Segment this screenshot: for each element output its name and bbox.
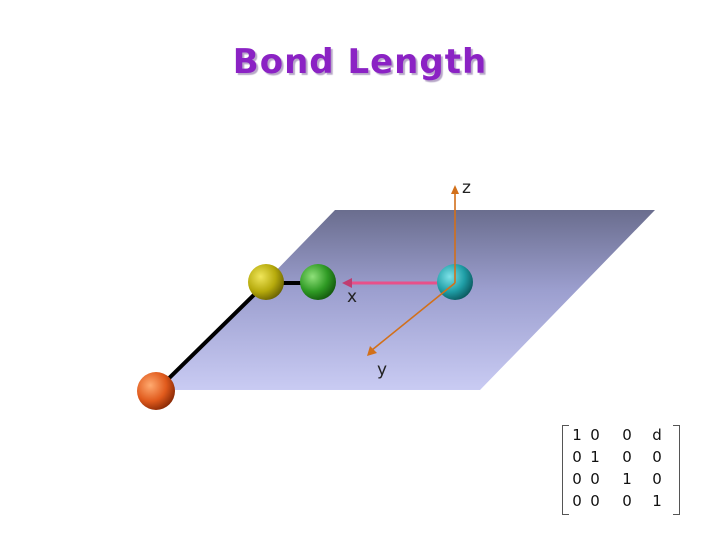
- green-atom: [300, 264, 336, 300]
- slide-title: Bond Length: [232, 42, 488, 82]
- orange-atom: [137, 372, 175, 410]
- y-axis-label: y: [377, 360, 387, 380]
- y-axis-arrow: [367, 346, 377, 356]
- z-axis-label: z: [462, 178, 471, 198]
- bond-olive-orange: [155, 281, 268, 392]
- matrix-cell: 0: [590, 426, 600, 444]
- matrix-cell: 1: [572, 426, 582, 444]
- matrix-cell: 0: [572, 492, 582, 510]
- matrix-row: 1 0 0 d: [570, 426, 674, 448]
- y-axis-line: [371, 282, 456, 351]
- matrix-right-bracket: [673, 425, 680, 515]
- matrix-cell: 0: [622, 492, 632, 510]
- matrix-cell: 1: [622, 470, 632, 488]
- matrix-cell: 1: [652, 492, 662, 510]
- matrix-cell: 0: [572, 470, 582, 488]
- matrix-row: 0 0 0 1: [570, 492, 674, 514]
- matrix-row: 0 1 0 0: [570, 448, 674, 470]
- matrix-cell: 0: [622, 448, 632, 466]
- olive-atom: [248, 264, 284, 300]
- z-axis-arrow: [451, 185, 459, 194]
- matrix-cell: d: [652, 426, 662, 444]
- transform-matrix: 1 0 0 d 0 1 0 0 0 0 1 0 0 0 0 1: [562, 425, 680, 515]
- matrix-left-bracket: [562, 425, 569, 515]
- matrix-cell: 0: [590, 470, 600, 488]
- xy-plane: [160, 210, 655, 390]
- matrix-cell: 0: [652, 470, 662, 488]
- matrix-cell: 1: [590, 448, 600, 466]
- matrix-cell: 0: [572, 448, 582, 466]
- x-axis-arrow: [342, 278, 352, 288]
- matrix-row: 0 0 1 0: [570, 470, 674, 492]
- x-axis-label: x: [347, 287, 357, 307]
- matrix-cell: 0: [622, 426, 632, 444]
- matrix-cell: 0: [590, 492, 600, 510]
- matrix-cell: 0: [652, 448, 662, 466]
